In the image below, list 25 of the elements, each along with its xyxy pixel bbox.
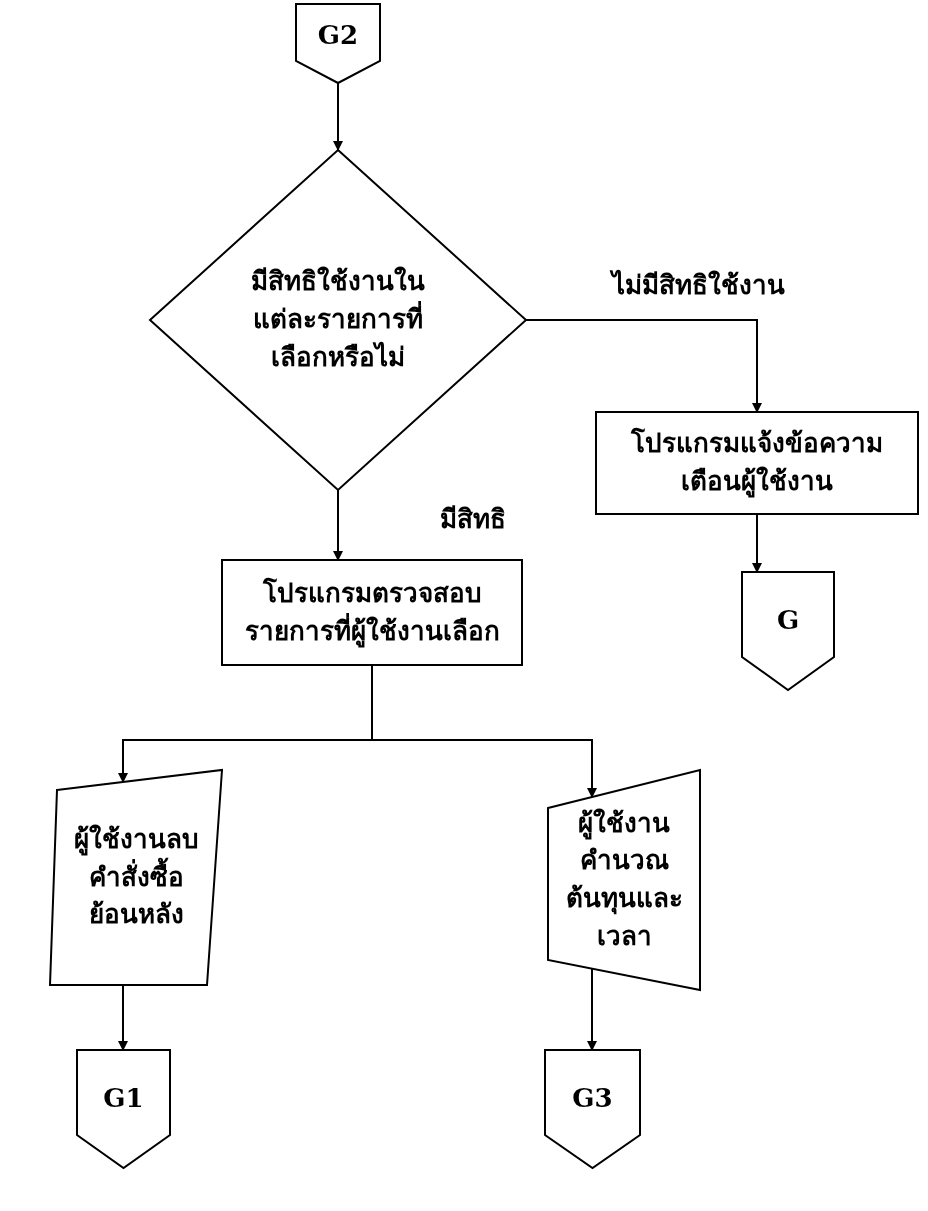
shape-text: ผู้ใช้งานคำนวณต้นทุนและเวลา	[564, 806, 684, 953]
shape-text: มีสิทธิใช้งานในแต่ละรายการที่เลือกหรือไม่	[250, 265, 426, 374]
process-box	[222, 560, 522, 665]
arrow	[118, 984, 128, 1051]
shape-text: โปรแกรมตรวจสอบรายการที่ผู้ใช้งานเลือก	[243, 576, 501, 650]
shape-text: G2	[316, 18, 360, 52]
input-parallelogram	[50, 770, 222, 985]
arrow	[371, 664, 597, 798]
shape-text: G	[775, 604, 801, 638]
connector-symbol	[742, 572, 834, 690]
process-box	[596, 412, 918, 514]
shape-text: โปรแกรมแจ้งข้อความเตือนผู้ใช้งาน	[630, 426, 884, 500]
shape-text: G3	[571, 1082, 614, 1116]
shape-text: G1	[102, 1082, 145, 1116]
decision-diamond	[150, 150, 526, 490]
arrow	[752, 513, 762, 573]
arrow	[587, 967, 597, 1051]
arrow	[333, 489, 343, 561]
connector-symbol	[77, 1050, 170, 1168]
shape-text: ผู้ใช้งานลบคำสั่งซื้อย้อนหลัง	[72, 822, 200, 932]
manual-input-shape	[548, 770, 700, 990]
arrow	[333, 82, 343, 151]
connector-symbol	[296, 4, 380, 83]
connector-symbol	[545, 1050, 640, 1168]
arrow	[525, 319, 762, 413]
